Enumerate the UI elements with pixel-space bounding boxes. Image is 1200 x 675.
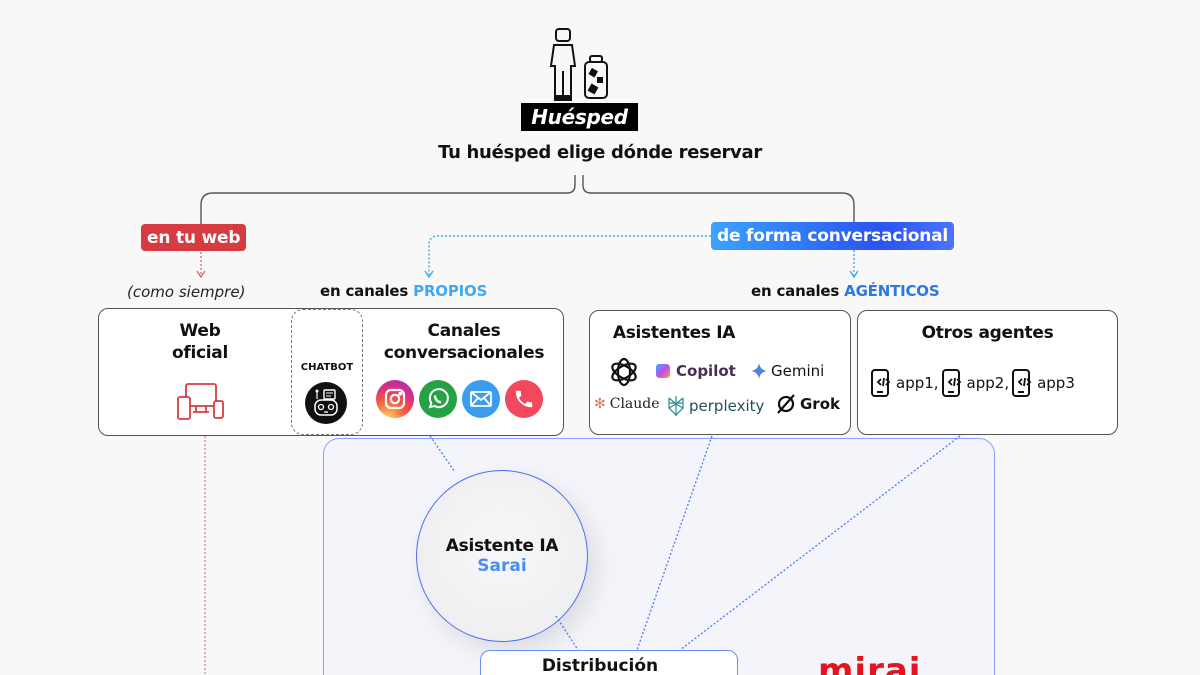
guest-badge: Huésped [521,103,638,131]
mail-icon [462,380,500,418]
whatsapp-icon [419,380,457,418]
own-channels-prefix: en canales [320,282,414,300]
agent-app-label: app1, [896,374,939,392]
official-web-title: Web oficial [100,320,300,364]
own-channels-accent: PROPIOS [413,282,488,300]
gemini-label: Gemini [771,362,825,380]
agentic-channels-accent: AGÉNTICOS [844,282,940,300]
conversational-branch-pill: de forma conversacional [711,222,955,250]
ai-assistants-title: Asistentes IA [612,323,736,343]
traveler-with-luggage-icon [548,26,614,102]
perplexity-logo: perplexity [667,395,764,417]
copilot-label: Copilot [676,362,736,380]
gemini-logo: Gemini [751,362,824,380]
conversational-title-line1: Canales [427,321,501,341]
agentic-channels-heading: en canales AGÉNTICOS [751,282,940,300]
as-always-note: (como siempre) [127,283,246,301]
agent-app-item: app2, [941,368,1010,398]
agent-apps-list: app1, app2, app3 [870,368,1075,398]
claude-label: Claude [609,396,660,412]
grok-logo: Grok [776,394,840,414]
agent-app-label: app3 [1037,374,1075,392]
other-agents-title: Otros agentes [921,323,1054,343]
distribution-box [480,650,738,675]
grok-label: Grok [800,395,840,413]
conversational-channels-title: Canales conversacionales [366,320,562,364]
web-branch-pill: en tu web [141,224,247,251]
official-web-title-line1: Web [179,321,221,341]
other-agents-box [857,310,1118,435]
perplexity-label: perplexity [689,397,765,415]
copilot-logo: Copilot [654,362,736,380]
conversational-channel-icons [376,380,543,418]
chatbot-zone [291,309,363,435]
claude-burst-icon: ✻ [594,396,606,412]
sarai-assistant-node: Asistente IA Sarai [416,470,588,642]
chatbot-label: CHATBOT [300,362,354,373]
official-web-title-line2: oficial [171,343,228,363]
agent-app-item: app3 [1011,368,1075,398]
openai-logo [607,355,641,389]
claude-logo: ✻ Claude [594,396,660,412]
instagram-icon [376,380,414,418]
devices-icon [176,381,226,421]
agent-app-label: app2, [966,374,1010,392]
distribution-label: Distribución [541,656,659,675]
mirai-logo: mirai [818,651,922,675]
phone-icon [505,380,543,418]
agentic-channels-prefix: en canales [751,282,845,300]
sarai-title: Asistente IA [445,536,559,556]
conversational-title-line2: conversacionales [383,343,545,363]
agent-app-item: app1, [870,368,939,398]
sarai-name: Sarai [477,556,527,576]
own-channels-heading: en canales PROPIOS [320,282,487,300]
robot-icon [304,381,348,425]
main-question: Tu huésped elige dónde reservar [438,142,762,163]
